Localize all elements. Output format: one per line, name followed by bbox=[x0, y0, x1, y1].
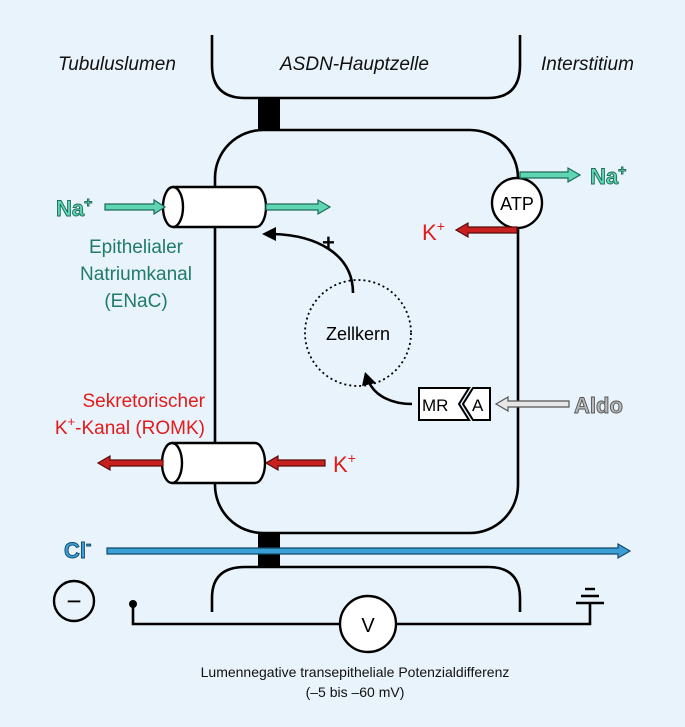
caption-line2: (–5 bis –60 mV) bbox=[306, 684, 405, 700]
sodium-channel-exit-arrow bbox=[265, 198, 332, 216]
sodium-interstitium-label: Na+ bbox=[590, 162, 626, 189]
romk-channel bbox=[160, 441, 267, 485]
potassium-out-arrow bbox=[96, 454, 164, 472]
minus-sign: − bbox=[66, 586, 81, 616]
potassium-interstitium-label: K+ bbox=[422, 218, 445, 245]
sodium-in-arrow bbox=[104, 198, 167, 216]
potassium-cell-label: K+ bbox=[333, 450, 356, 477]
tight-junction-top bbox=[258, 98, 280, 130]
upper-cell-outline bbox=[210, 35, 522, 100]
mineralocorticoid-receptor: MR bbox=[418, 387, 471, 421]
nucleus-label: Zellkern bbox=[326, 324, 390, 344]
ground-icon bbox=[576, 587, 604, 605]
atp-label: ATP bbox=[500, 194, 534, 214]
sodium-lumen-label: Na+ bbox=[56, 194, 92, 221]
romk-label-line2: K+-Kanal (ROMK) bbox=[55, 414, 205, 439]
receptor-to-nucleus-arrow-head bbox=[362, 372, 376, 386]
cell-label: ASDN-Hauptzelle bbox=[279, 54, 429, 75]
caption-line1: Lumennegative transepitheliale Potenzial… bbox=[201, 664, 510, 680]
enac-label-line2: Natriumkanal bbox=[80, 264, 192, 285]
romk-label-line1: Sekretorischer bbox=[83, 391, 206, 412]
lower-cell-outline bbox=[210, 565, 522, 612]
enac-label-line3: (ENaC) bbox=[104, 291, 167, 312]
receptor-to-nucleus-arrow bbox=[367, 381, 413, 406]
enac-label-line1: Epithelialer bbox=[89, 237, 184, 258]
potassium-into-channel-arrow bbox=[264, 454, 326, 472]
svg-text:A: A bbox=[472, 396, 484, 415]
voltmeter-label: V bbox=[361, 615, 375, 637]
interstitium-label: Interstitium bbox=[541, 54, 634, 75]
sodium-out-arrow bbox=[519, 166, 582, 184]
aldosterone-label: Aldo bbox=[574, 393, 623, 418]
potassium-in-arrow bbox=[454, 221, 518, 239]
circuit-wire bbox=[131, 604, 592, 626]
voltmeter bbox=[338, 594, 398, 654]
lumen-negative-symbol bbox=[52, 579, 96, 623]
chloride-arrow bbox=[106, 542, 632, 560]
chloride-label: Cl- bbox=[64, 536, 91, 563]
lumen-label: Tubuluslumen bbox=[58, 54, 176, 75]
plus-sign: + bbox=[322, 230, 335, 255]
stimulation-arrow bbox=[271, 232, 355, 294]
principal-cell-outline bbox=[213, 128, 520, 535]
aldosterone-arrow bbox=[494, 395, 570, 413]
nucleus-outline bbox=[304, 279, 412, 387]
svg-text:MR: MR bbox=[422, 396, 448, 415]
enac-channel bbox=[161, 185, 268, 229]
aldosterone-bound: A bbox=[461, 387, 491, 421]
stimulation-arrow-head bbox=[262, 227, 276, 241]
